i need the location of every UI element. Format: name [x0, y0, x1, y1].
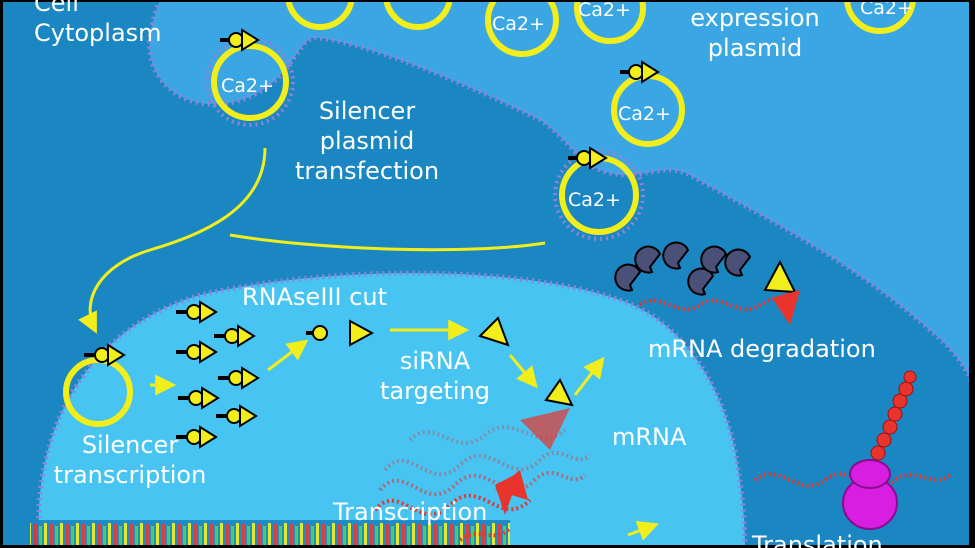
cell-membrane — [147, 0, 975, 401]
nuclear-envelope — [36, 270, 748, 548]
transcription-chevron — [495, 472, 520, 515]
mrna-emerging — [458, 526, 512, 542]
sirna-label-line1: siRNA — [399, 347, 471, 375]
ca-vesicle-1 — [285, 0, 355, 30]
cleavage-chevrons — [520, 408, 570, 450]
arrow-to-degradation — [573, 356, 605, 396]
silencer-hairpin-icon — [84, 343, 126, 367]
sirna-targeting-label: siRNA targeting — [360, 346, 510, 406]
shrna-transcripts — [176, 300, 260, 449]
ca-label-2: Ca2+ — [578, 0, 631, 21]
degradation-enzymes — [614, 241, 752, 296]
expression-label-line2: plasmid — [707, 34, 803, 62]
ca-label-1: Ca2+ — [492, 13, 545, 35]
transfection-branch — [229, 233, 546, 252]
ca-label-5: Ca2+ — [568, 189, 621, 211]
expression-plasmid-label: expression plasmid — [680, 3, 830, 63]
peptide-chain — [870, 370, 917, 461]
dna-helix — [30, 520, 510, 548]
sirna-triangle-2 — [544, 378, 574, 407]
transfection-arrow — [78, 147, 267, 334]
rnaseiii-cut-label: RNAseIII cut — [242, 283, 387, 311]
arrow-to-translation — [627, 520, 659, 541]
sirna-triangle-1 — [478, 316, 510, 347]
transcription-label: Transcription — [333, 498, 488, 526]
frame-bottom — [0, 545, 975, 548]
ca-vesicle-4 — [574, 0, 646, 44]
ca-vesicle-5 — [844, 0, 916, 34]
ca-label-3: Ca2+ — [860, 0, 913, 19]
sirna-label-line2: targeting — [379, 377, 491, 405]
dicer-product — [306, 319, 375, 347]
nucleus — [38, 273, 745, 548]
ca-vesicle-3 — [485, 0, 559, 57]
arrow-to-target — [508, 354, 538, 389]
cell-cytoplasm-label: Cell Cytoplasm — [34, 0, 162, 48]
risc-red-wedge — [772, 290, 800, 325]
expression-label-line1: expression — [690, 4, 820, 32]
cell-label: Cell — [34, 0, 79, 17]
mrna-degradation-label: mRNA degradation — [648, 335, 876, 363]
silencer-transcription-line2: transcription — [53, 461, 207, 489]
frame-top — [0, 0, 975, 2]
transfection-label-line3: transfection — [294, 157, 440, 185]
transfection-label-line1: Silencer — [318, 97, 416, 125]
transfection-label-line2: plasmid — [319, 127, 415, 155]
silencer-plasmid-transfection-label: Silencer plasmid transfection — [282, 96, 452, 186]
silencer-transcription-line1: Silencer — [81, 431, 179, 459]
target-mrna-strands — [373, 425, 592, 517]
risc-triangle — [763, 259, 797, 294]
frame-left — [0, 0, 3, 548]
ca-vesicle-2 — [383, 0, 453, 30]
translation-label: Translation — [752, 531, 883, 548]
frame-right — [969, 0, 975, 548]
plasmid-hairpin-icons — [220, 28, 660, 170]
ca-vesicle-membrane — [205, 37, 645, 241]
mrna-label: mRNA — [612, 423, 687, 451]
arrow-to-cut — [267, 339, 309, 372]
cytoplasm-label: Cytoplasm — [34, 19, 162, 47]
ca-label-6: Ca2+ — [221, 75, 274, 97]
ribosome-small — [849, 459, 891, 489]
silencer-transcription-label: Silencer transcription — [40, 430, 220, 490]
ca-label-4: Ca2+ — [618, 103, 671, 125]
